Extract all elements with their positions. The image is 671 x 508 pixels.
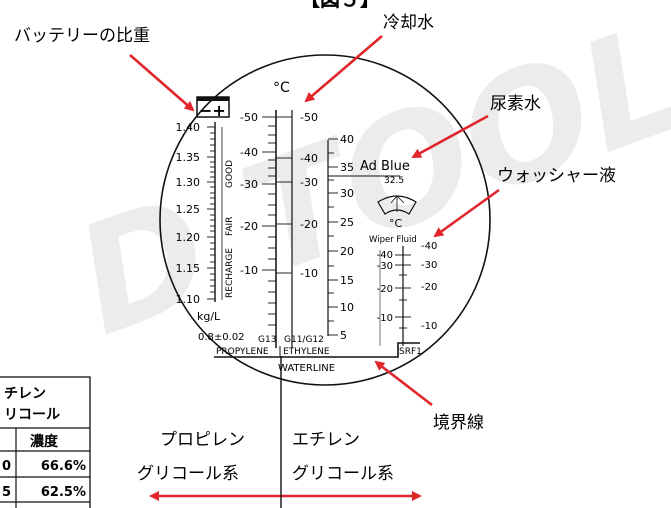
adblue-ticks (328, 138, 338, 336)
propylene-tick-label: -30 (240, 178, 258, 191)
waterline-label: WATERLINE (278, 363, 335, 374)
zone-recharge: RECHARGE (225, 248, 235, 298)
table-cell-value: 62.5% (41, 485, 86, 500)
ethylene-tick-label: -20 (300, 218, 318, 231)
zone-good: GOOD (225, 160, 235, 188)
battery-zones: GOOD FAIR RECHARGE (225, 160, 235, 298)
wiper-tick-label-right: -20 (421, 282, 437, 293)
wiper-name: Wiper Fluid (369, 235, 417, 245)
ethylene-tick-labels: -50 -40 -30 -20 -10 (300, 111, 318, 280)
table-cell-key: 0 (2, 459, 11, 474)
lens-circle (159, 54, 491, 386)
adblue-name: Ad Blue (360, 159, 410, 174)
arrow-battery (129, 54, 195, 112)
label-washer: ウォッシャー液 (497, 166, 616, 186)
ethylene-code: G11/G12 (284, 335, 324, 345)
callout-arrows (129, 35, 500, 501)
waterline-line (214, 342, 420, 358)
glycol-scales: °C -50 -40 -30 -20 -10 (216, 80, 330, 357)
propylene-tick-label: -40 (240, 146, 258, 159)
battery-tick-labels: 1.40 1.35 1.30 1.25 1.20 1.15 1.10 (176, 121, 201, 306)
wiper-code: SRF1 (399, 347, 422, 357)
ethylene-tick-label: -10 (300, 267, 318, 280)
adblue-tick-label: 30 (340, 187, 354, 200)
battery-ticks (207, 126, 215, 300)
wiper-tick-label-right: -40 (421, 241, 437, 252)
wiper-tick-label: -20 (377, 284, 393, 295)
callout-labels: バッテリーの比重 冷却水 尿素水 ウォッシャー液 境界線 (14, 13, 616, 433)
ethylene-tick-label: -50 (300, 111, 318, 124)
wiper-scale: °C Wiper Fluid -40 -30 -20 -10 -40 -30 -… (369, 195, 437, 357)
table-header: 濃度 (30, 433, 59, 450)
ethylene-type: ETHYLENE (283, 347, 330, 357)
label-ethylene-2: グリコール系 (292, 464, 394, 484)
adblue-mark: 32.5 (384, 176, 404, 186)
adblue-tick-label: 20 (340, 245, 354, 258)
table-title-1: チレン (4, 386, 46, 402)
adblue-tick-label: 10 (340, 301, 354, 314)
wiper-tick-labels-left: -40 -30 -20 -10 (377, 250, 393, 324)
table-frame (0, 376, 91, 508)
bottom-labels: プロピレン グリコール系 エチレン グリコール系 (137, 430, 394, 484)
label-boundary: 境界線 (433, 413, 484, 433)
battery-tick-label: 1.25 (176, 203, 201, 216)
temp-unit: °C (273, 80, 290, 96)
adblue-tick-label: 15 (340, 274, 354, 287)
battery-scale: −+ 1.40 1.35 1.30 1.25 1.20 1.15 (176, 96, 245, 343)
propylene-code: G13 (258, 335, 276, 345)
wiper-ticks (395, 254, 411, 329)
adblue-scale: 40 35 30 25 20 15 10 5 Ad Blue 32.5 (327, 133, 410, 342)
arrow-adblue (411, 114, 489, 159)
wiper-spray-icon (390, 195, 405, 212)
table-cell-value: 66.6% (41, 459, 86, 474)
adblue-tick-label: 5 (340, 329, 347, 342)
waterline: WATERLINE (214, 342, 420, 374)
wiper-tick-labels-right: -40 -30 -20 -10 (421, 241, 437, 332)
label-coolant: 冷却水 (383, 13, 434, 33)
propylene-tick-label: -10 (240, 264, 258, 277)
arrow-coolant (304, 35, 383, 103)
ethylene-tick-label: -30 (300, 176, 318, 189)
battery-unit: kg/L (197, 310, 221, 323)
ethylene-tick-label: -40 (300, 152, 318, 165)
adblue-tick-label: 40 (340, 133, 354, 146)
battery-tick-label: 1.40 (176, 121, 201, 134)
wiper-tick-label-right: -30 (421, 260, 437, 271)
figure-title: 【図５】 (300, 0, 380, 11)
battery-tick-label: 1.10 (176, 293, 201, 306)
wiper-tick-label-right: -10 (421, 321, 437, 332)
propylene-type: PROPYLENE (216, 347, 269, 357)
arrow-boundary (374, 360, 433, 407)
wiper-tick-label: -40 (377, 250, 393, 261)
battery-sign: −+ (199, 101, 226, 120)
label-battery: バッテリーの比重 (14, 26, 150, 46)
adblue-tick-label: 25 (340, 216, 354, 229)
label-propylene-2: グリコール系 (137, 464, 239, 484)
wiper-tick-label: -10 (377, 313, 393, 324)
windshield-icon (377, 195, 417, 215)
side-table: チレン リコール 濃度 0 66.6% 5 62.5% (0, 376, 91, 508)
label-propylene-1: プロピレン (160, 430, 245, 450)
table-cell-key: 5 (2, 485, 11, 500)
propylene-tick-label: -50 (240, 111, 258, 124)
battery-tick-label: 1.30 (176, 176, 201, 189)
battery-tick-label: 1.35 (176, 151, 201, 164)
propylene-tick-labels: -50 -40 -30 -20 -10 (240, 111, 258, 277)
battery-tick-label: 1.15 (176, 262, 201, 275)
wiper-unit: °C (389, 217, 403, 230)
ethylene-ticks (276, 116, 292, 274)
label-adblue: 尿素水 (490, 94, 541, 114)
table-title-2: リコール (4, 407, 60, 423)
propylene-tick-label: -20 (240, 220, 258, 233)
propylene-ticks (262, 116, 276, 326)
adblue-tick-label: 35 (340, 161, 354, 174)
battery-accuracy: 0.8±0.02 (198, 332, 245, 343)
label-ethylene-1: エチレン (292, 430, 360, 450)
adblue-tick-labels: 40 35 30 25 20 15 10 5 (340, 133, 354, 342)
battery-tick-label: 1.20 (176, 231, 201, 244)
wiper-tick-label: -30 (377, 261, 393, 272)
arrow-washer (433, 188, 500, 238)
zone-fair: FAIR (225, 217, 235, 236)
